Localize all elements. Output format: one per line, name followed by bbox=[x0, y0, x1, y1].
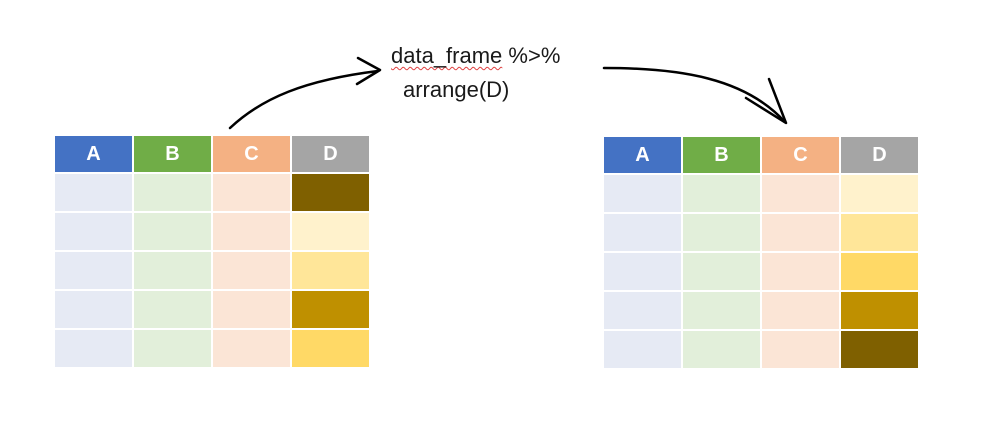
cell-a bbox=[602, 173, 683, 214]
code-data-frame: data_frame bbox=[391, 43, 503, 68]
header-b: B bbox=[681, 135, 762, 175]
cell-d-medium bbox=[290, 328, 371, 369]
arrow-left-head bbox=[355, 56, 382, 86]
table-row bbox=[53, 328, 371, 369]
cell-a bbox=[53, 289, 134, 330]
cell-a bbox=[602, 212, 683, 253]
cell-d-medium bbox=[839, 251, 920, 292]
cell-d-lightest bbox=[290, 211, 371, 252]
cell-b bbox=[681, 212, 762, 253]
table-row bbox=[602, 290, 920, 331]
table-row bbox=[53, 211, 371, 252]
header-a: A bbox=[53, 134, 134, 174]
arrow-code-to-right bbox=[602, 66, 787, 124]
cell-c bbox=[760, 329, 841, 370]
cell-c bbox=[760, 173, 841, 214]
table-header-row: A B C D bbox=[53, 134, 371, 174]
header-b: B bbox=[132, 134, 213, 174]
cell-a bbox=[602, 329, 683, 370]
cell-d-light bbox=[290, 250, 371, 291]
table-row bbox=[602, 329, 920, 370]
code-line-pipe: data_frame %>% bbox=[391, 43, 560, 69]
header-d: D bbox=[290, 134, 371, 174]
cell-b bbox=[681, 251, 762, 292]
table-row bbox=[53, 250, 371, 291]
cell-b bbox=[681, 173, 762, 214]
table-header-row: A B C D bbox=[602, 135, 920, 175]
cell-b bbox=[132, 289, 213, 330]
code-pipe-operator: %>% bbox=[502, 43, 561, 68]
header-a: A bbox=[602, 135, 683, 175]
cell-d-light bbox=[839, 212, 920, 253]
cell-b bbox=[132, 250, 213, 291]
table-body bbox=[602, 173, 920, 370]
cell-c bbox=[760, 212, 841, 253]
cell-d-darkest bbox=[290, 172, 371, 213]
cell-c bbox=[760, 290, 841, 331]
header-d: D bbox=[839, 135, 920, 175]
header-c: C bbox=[760, 135, 841, 175]
table-row bbox=[602, 173, 920, 214]
cell-b bbox=[681, 290, 762, 331]
cell-c bbox=[211, 211, 292, 252]
table-unsorted: A B C D bbox=[53, 134, 371, 369]
cell-c bbox=[211, 289, 292, 330]
table-row bbox=[53, 289, 371, 330]
arrow-right-head bbox=[744, 77, 788, 125]
cell-a bbox=[602, 290, 683, 331]
cell-b bbox=[132, 211, 213, 252]
table-body bbox=[53, 172, 371, 369]
table-row bbox=[53, 172, 371, 213]
header-c: C bbox=[211, 134, 292, 174]
cell-c bbox=[211, 250, 292, 291]
cell-a bbox=[53, 172, 134, 213]
table-row bbox=[602, 251, 920, 292]
cell-d-lightest bbox=[839, 173, 920, 214]
cell-d-darkest bbox=[839, 329, 920, 370]
cell-d-dark bbox=[839, 290, 920, 331]
cell-c bbox=[760, 251, 841, 292]
cell-b bbox=[132, 328, 213, 369]
cell-c bbox=[211, 328, 292, 369]
cell-a bbox=[53, 328, 134, 369]
cell-d-dark bbox=[290, 289, 371, 330]
code-line-arrange: arrange(D) bbox=[403, 77, 510, 102]
cell-b bbox=[132, 172, 213, 213]
cell-a bbox=[602, 251, 683, 292]
cell-a bbox=[53, 211, 134, 252]
cell-a bbox=[53, 250, 134, 291]
table-row bbox=[602, 212, 920, 253]
table-sorted: A B C D bbox=[602, 135, 920, 370]
arrow-left-to-code bbox=[228, 69, 380, 130]
cell-c bbox=[211, 172, 292, 213]
cell-b bbox=[681, 329, 762, 370]
